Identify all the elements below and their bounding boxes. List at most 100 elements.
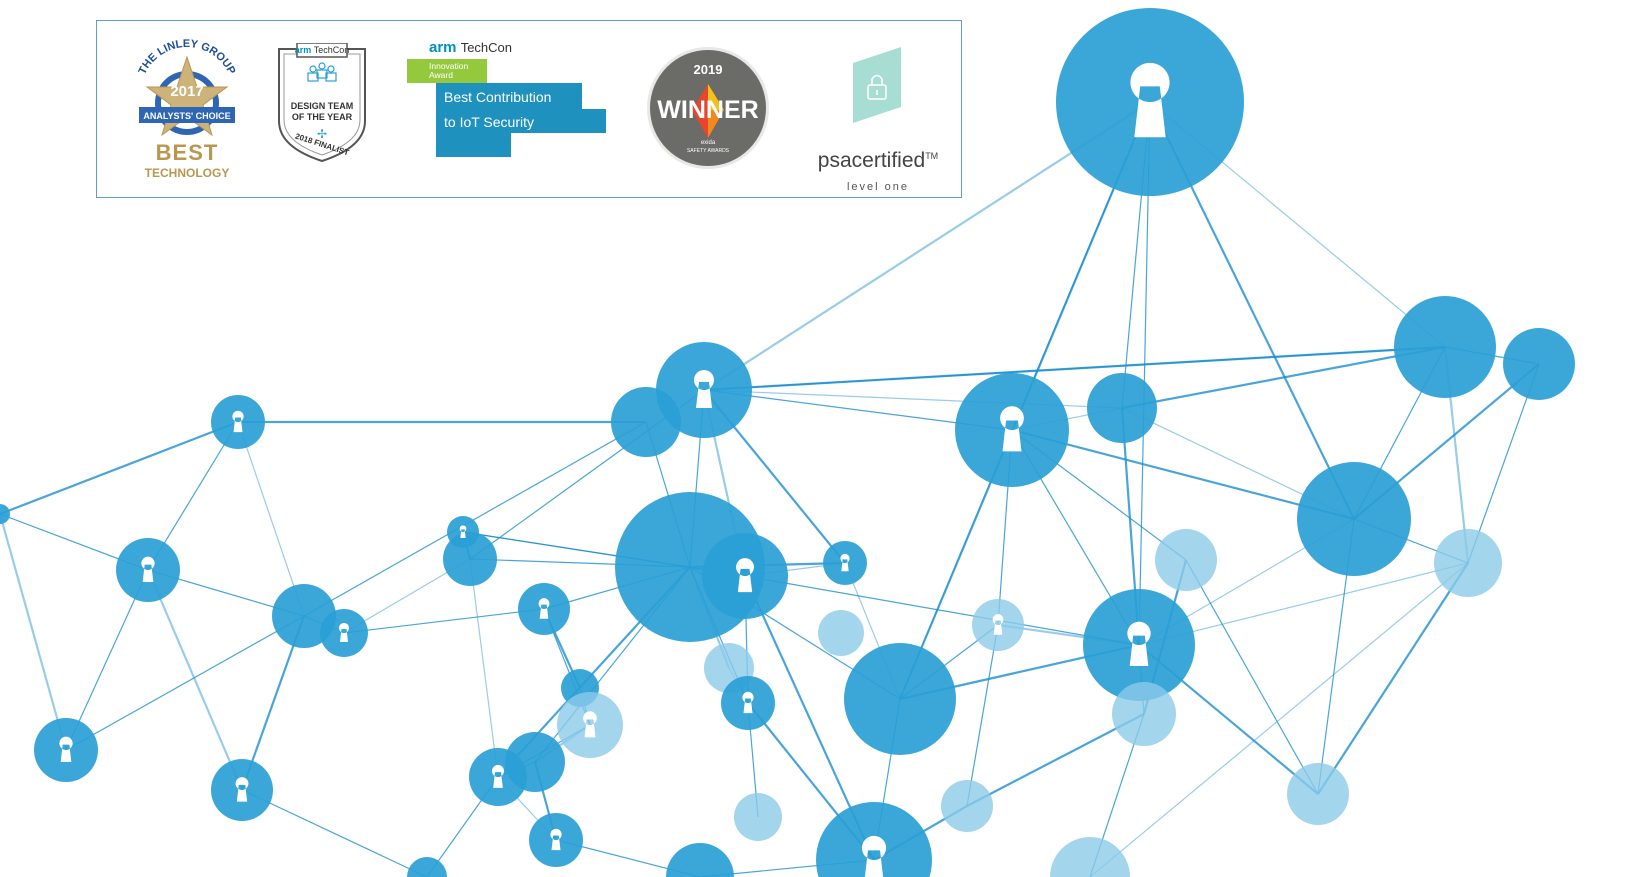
- connection-line: [966, 713, 1145, 807]
- svg-text:✢: ✢: [317, 127, 327, 141]
- winner-word: WINNER: [657, 96, 758, 124]
- connection-line: [241, 789, 428, 877]
- network-node: [1155, 529, 1217, 591]
- award-title-line1: Best Contribution: [444, 89, 552, 105]
- network-node: [1287, 763, 1349, 825]
- connection-line: [703, 346, 1446, 391]
- keyhole-icon: [1127, 621, 1151, 666]
- keyhole-node: [529, 813, 583, 867]
- connection-line: [0, 513, 68, 751]
- innovation-award-tag: Innovation Award: [407, 59, 487, 83]
- keyhole-node: [557, 692, 623, 758]
- network-node: [272, 584, 336, 648]
- keyhole-icon: [538, 598, 550, 619]
- connection-line: [469, 558, 499, 778]
- connection-line: [1185, 559, 1319, 795]
- keyhole-icon: [338, 623, 349, 642]
- psa-lock-icon: [853, 47, 901, 123]
- keyhole-icon: [232, 410, 244, 433]
- connection-line: [237, 421, 305, 617]
- connection-line: [1121, 345, 1446, 410]
- connection-line: [65, 615, 305, 751]
- psa-certified-badge: psacertifiedTM level one: [803, 43, 953, 193]
- keyhole-icon: [1000, 406, 1024, 452]
- winner-sub: SAFETY AWARDS: [687, 148, 730, 154]
- team-icon: [307, 62, 337, 82]
- exida-2019-winner-badge: 2019 WINNER exida SAFETY AWARDS: [646, 46, 770, 170]
- keyhole-node: [721, 676, 775, 730]
- network-node: [1503, 328, 1575, 400]
- keyhole-node: [1056, 8, 1244, 196]
- network-node: [1434, 529, 1502, 597]
- keyhole-icon: [235, 777, 249, 802]
- keyhole-node: [972, 599, 1024, 651]
- keyhole-node: [823, 541, 867, 585]
- psa-certified-wordmark: psacertifiedTM: [817, 149, 939, 172]
- winner-seal: 2019 WINNER exida SAFETY AWARDS: [647, 47, 769, 169]
- connection-line: [1317, 562, 1469, 795]
- linley-best-label: BEST: [155, 140, 219, 165]
- linley-analysts-choice-badge: THE LINLEY GROUP 2017 ANALYSTS' CHOICE B…: [127, 35, 247, 185]
- keyhole-node: [518, 583, 570, 635]
- keyhole-node: [320, 609, 368, 657]
- keyhole-icon: [736, 558, 754, 593]
- keyhole-icon: [583, 711, 597, 738]
- connection-line: [146, 569, 244, 791]
- keyhole-node: [469, 748, 527, 806]
- keyhole-node: [955, 373, 1069, 487]
- network-node: [666, 843, 734, 877]
- keyhole-icon: [141, 556, 155, 582]
- connection-line: [343, 608, 545, 634]
- network-node: [941, 780, 993, 832]
- keyhole-node: [816, 802, 932, 877]
- keyhole-icon: [550, 828, 562, 851]
- network-node: [1112, 682, 1176, 746]
- keyhole-node: [447, 516, 479, 548]
- network-node: [1087, 373, 1157, 443]
- arm-techcon-logo: arm TechCon: [429, 39, 513, 56]
- linley-year: 2017: [170, 83, 203, 100]
- network-node: [844, 643, 956, 755]
- arm-techcon-innovation-award: arm TechCon Innovation Award Best Contri…: [407, 39, 617, 189]
- awards-panel: THE LINLEY GROUP 2017 ANALYSTS' CHOICE B…: [96, 20, 962, 198]
- finalist-logo: arm TechCon: [294, 45, 350, 55]
- connection-line: [0, 420, 239, 516]
- keyhole-icon: [992, 614, 1004, 635]
- keyhole-icon: [491, 764, 505, 788]
- keyhole-icon: [59, 736, 73, 762]
- keyhole-node: [116, 538, 180, 602]
- connection-line: [303, 421, 647, 617]
- keyhole-icon: [693, 370, 714, 408]
- design-team-finalist-badge: ✢ arm TechCon DESIGN TEAM OF THE YEAR 20…: [273, 43, 371, 188]
- network-node: [1297, 462, 1411, 576]
- connection-line: [1138, 562, 1469, 646]
- keyhole-icon: [1130, 62, 1170, 138]
- connection-line: [966, 624, 999, 807]
- winner-year: 2019: [694, 62, 723, 77]
- shield-outline: ✢: [278, 43, 366, 163]
- network-node: [818, 610, 864, 656]
- keyhole-node: [1083, 589, 1195, 701]
- keyhole-node: [211, 395, 265, 449]
- keyhole-node: [211, 759, 273, 821]
- connection-line: [65, 569, 149, 751]
- linley-ribbon-text: ANALYSTS' CHOICE: [143, 111, 230, 121]
- keyhole-icon: [840, 553, 850, 572]
- linley-technology-label: TECHNOLOGY: [144, 166, 230, 180]
- keyhole-icon: [459, 525, 467, 538]
- finalist-line2: OF THE YEAR: [291, 112, 353, 122]
- keyhole-icon: [861, 835, 887, 877]
- keyhole-node: [34, 718, 98, 782]
- linley-star-emblem: THE LINLEY GROUP 2017 ANALYSTS' CHOICE: [137, 38, 237, 137]
- award-title-line2: to IoT Security: [444, 114, 535, 130]
- connection-line: [1089, 562, 1469, 877]
- network-node: [611, 387, 681, 457]
- network-node: [407, 857, 447, 877]
- network-node: [1394, 296, 1496, 398]
- connection-line: [1011, 428, 1355, 521]
- keyhole-icon: [742, 691, 754, 714]
- network-node: [1050, 837, 1130, 877]
- winner-brand: exida: [701, 140, 716, 146]
- network-nodes: [0, 8, 1575, 877]
